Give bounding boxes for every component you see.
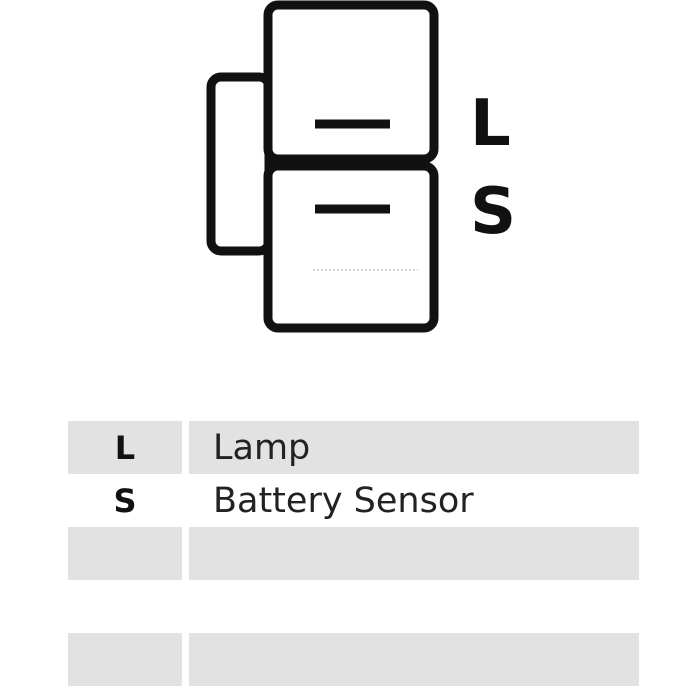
table-row xyxy=(68,633,639,686)
pin-code-cell xyxy=(68,527,182,580)
pin-code-cell: L xyxy=(68,421,182,474)
table-row xyxy=(68,527,639,580)
pin-label-s: S xyxy=(470,175,517,249)
pin-description-cell: Lamp xyxy=(189,421,639,474)
table-row: L Lamp xyxy=(68,421,639,474)
pin-description-cell xyxy=(189,527,639,580)
pin-description-cell xyxy=(189,633,639,686)
pin-description-cell xyxy=(189,580,639,633)
connector-housing-lower xyxy=(263,161,439,333)
pin-description-cell: Battery Sensor xyxy=(213,480,474,521)
connector-housing-upper xyxy=(263,0,439,164)
connector-diagram xyxy=(206,0,439,333)
pin-label-l: L xyxy=(470,87,511,161)
pin-code-cell xyxy=(68,580,182,633)
pin-code-cell xyxy=(68,633,182,686)
connector-side-tab xyxy=(206,72,274,256)
table-row xyxy=(68,580,639,633)
pin-table: L Lamp S Battery Sensor xyxy=(68,421,639,686)
pin-code-cell: S xyxy=(113,481,137,520)
table-row: S Battery Sensor xyxy=(68,474,639,527)
